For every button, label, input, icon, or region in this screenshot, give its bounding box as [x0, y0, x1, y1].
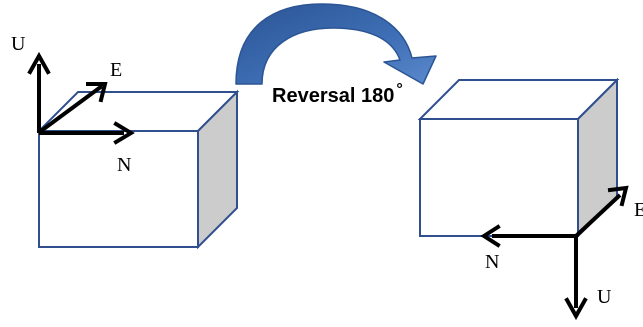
left-box — [36, 89, 240, 250]
left-east-label: E — [110, 59, 122, 81]
right-up-label: U — [597, 286, 612, 308]
right-east-label: E — [634, 199, 643, 221]
reversal-curved-arrow — [235, 3, 437, 85]
left-north-axis-arrow — [39, 121, 135, 145]
reversal-caption: Reversal 180° — [272, 81, 403, 107]
right-north-axis-arrow — [480, 224, 578, 248]
right-box-front-face — [419, 118, 579, 237]
left-box-front-face — [38, 130, 199, 248]
right-north-label: N — [485, 251, 499, 273]
left-north-label: N — [117, 154, 131, 176]
right-up-axis-arrow — [564, 236, 588, 321]
left-up-axis-arrow — [27, 51, 51, 133]
right-east-axis-arrow — [574, 185, 629, 238]
right-box — [417, 77, 620, 239]
left-up-label: U — [11, 33, 26, 55]
curved-arrow-shape — [235, 3, 437, 85]
left-east-axis-arrow — [39, 82, 108, 133]
right-axes: E N U — [480, 185, 643, 321]
left-axes: U E N — [11, 33, 135, 176]
